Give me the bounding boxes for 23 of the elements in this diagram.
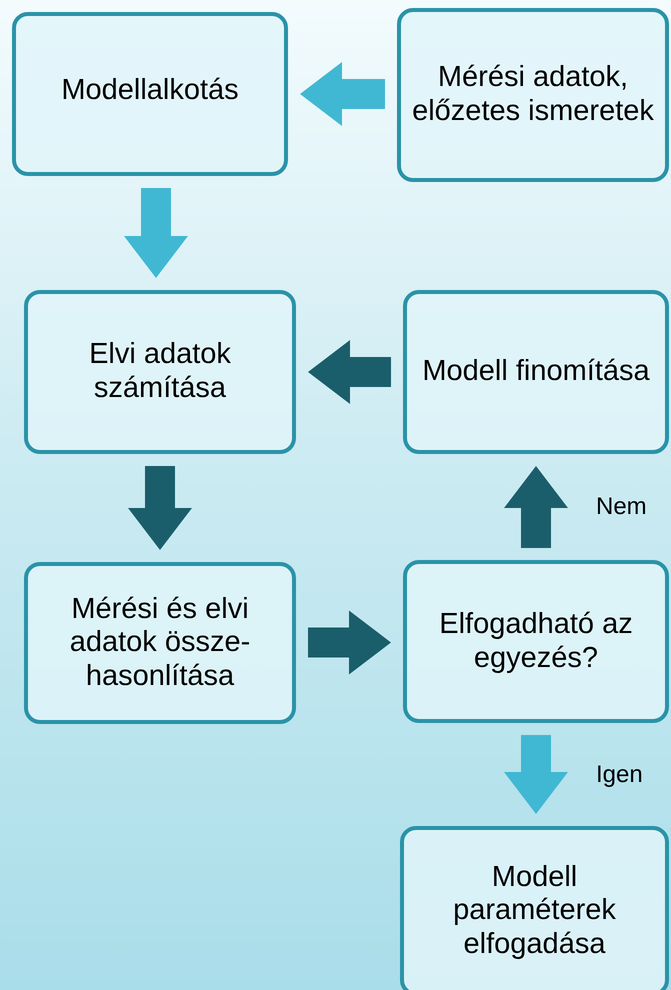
block-arrow [504,466,568,548]
process-box [403,560,669,723]
process-box [403,290,669,454]
box-label: Elfogadható az egyezés? [438,608,634,676]
box-label: Modellalkotás [61,74,239,108]
block-arrow [128,466,192,550]
process-box [12,12,288,176]
box-label: Modell finomítása [422,355,650,389]
block-arrow [308,340,391,404]
box-label: Elvi adatok számítása [88,338,232,406]
process-box [397,8,669,182]
edge-label: Nem [596,493,647,521]
box-label: Modell paraméterek elfogadása [452,860,617,962]
block-arrow [308,610,391,674]
process-box [24,290,296,454]
process-box [400,826,669,990]
block-arrow [300,62,385,126]
process-box [24,562,296,724]
edge-label: Igen [596,760,643,788]
block-arrow [124,188,188,278]
box-label: Mérési adatok, előzetes ismeretek [411,61,655,129]
box-label: Mérési és elvi adatok össze-hasonlítása [68,592,252,694]
block-arrow [504,735,568,814]
